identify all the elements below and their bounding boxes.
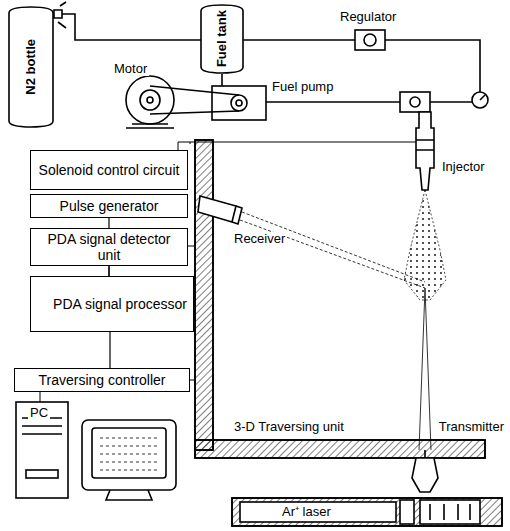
receiver <box>198 196 236 222</box>
control-box: Solenoid control circuit <box>30 150 188 190</box>
cable <box>188 246 195 247</box>
fuel-tank: Fuel tank <box>200 4 244 74</box>
box-label: PDA signal detector unit <box>37 231 181 263</box>
laser-beams <box>419 288 431 450</box>
fuel-line <box>266 101 400 103</box>
valve <box>54 2 66 28</box>
ar-laser <box>240 502 396 522</box>
box-label: N2 bottle <box>24 39 39 95</box>
part-label: Receiver <box>232 232 287 246</box>
part-label: Ar⁺ laser <box>280 505 333 519</box>
optical-bench <box>232 498 502 526</box>
control-box: Pulse generator <box>30 194 188 218</box>
part-label: Motor <box>112 62 149 76</box>
fuel-rail <box>400 92 430 112</box>
cable <box>190 380 195 381</box>
gas-bottle: N2 bottle <box>8 6 54 128</box>
traversing-rail <box>195 440 485 458</box>
traversing-rail <box>195 140 213 450</box>
box-label: Traversing controller <box>38 372 165 388</box>
part-label: 3-D Traversing unit <box>232 420 346 434</box>
part-label: Fuel pump <box>270 80 335 94</box>
belt <box>150 86 239 114</box>
signal-wire <box>109 266 110 276</box>
signal-wire <box>110 332 111 368</box>
part-label: Transmitter <box>437 420 506 434</box>
fuel-pump <box>212 86 266 120</box>
box-label: PDA signal processor <box>53 296 187 312</box>
pressure-gauge <box>472 92 488 108</box>
monitor <box>82 420 176 490</box>
control-box: Traversing controller <box>14 368 190 392</box>
box-label: Solenoid control circuit <box>39 162 180 178</box>
spray <box>404 190 446 300</box>
part-label: Regulator <box>338 10 398 24</box>
control-box: PDA signal detector unit <box>30 228 188 266</box>
transmitter <box>412 458 438 492</box>
gas-line <box>385 40 480 92</box>
box-label: Fuel tank <box>215 10 230 67</box>
control-box: PDA signal processor <box>30 276 194 332</box>
scattered-light <box>240 212 425 288</box>
pc-cable <box>40 392 41 402</box>
part-label: PC <box>28 406 50 420</box>
fuel-line <box>430 101 472 103</box>
box-label: Pulse generator <box>60 198 159 214</box>
injector <box>416 112 434 190</box>
motor <box>126 76 174 124</box>
part-label: Injector <box>440 160 487 174</box>
pc-tower <box>16 402 68 498</box>
regulator <box>355 30 385 50</box>
fuel-line <box>221 74 223 86</box>
